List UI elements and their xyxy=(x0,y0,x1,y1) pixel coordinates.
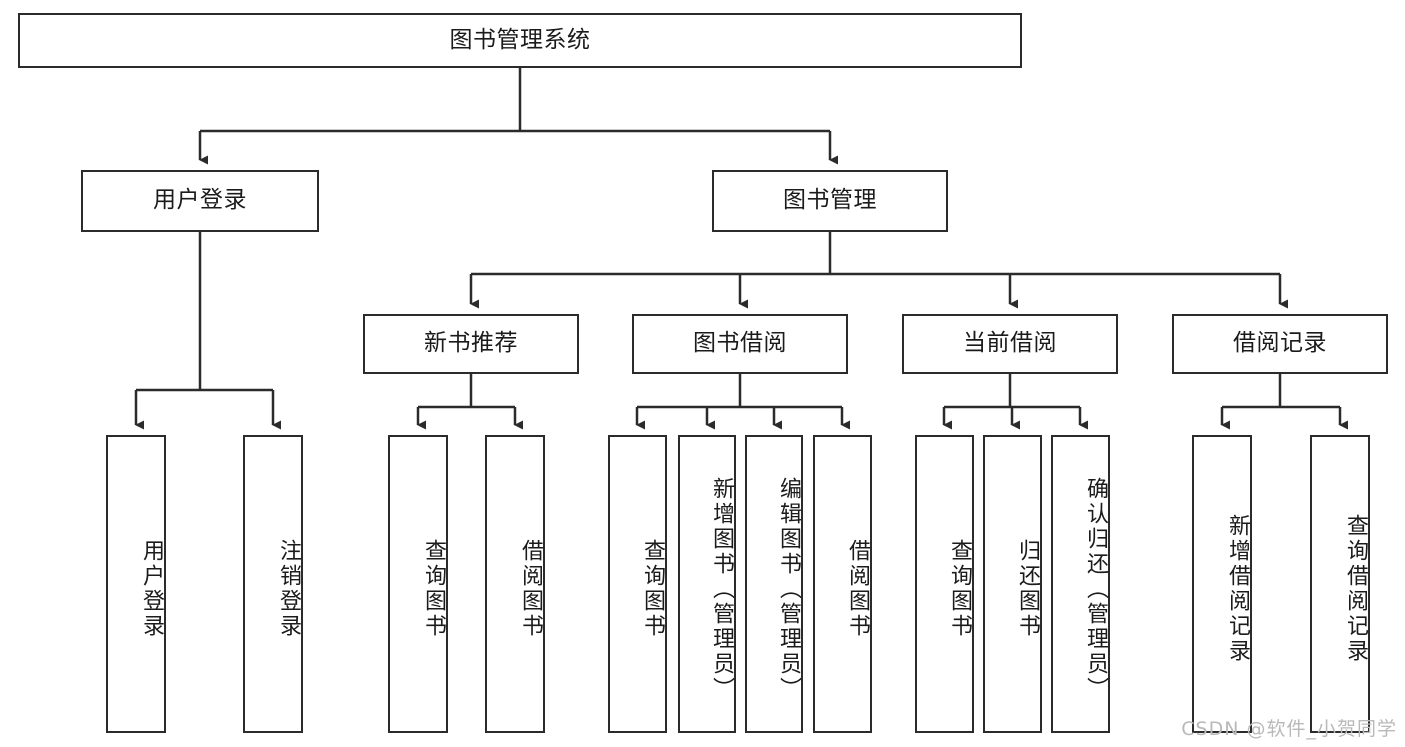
leaf-return-book[interactable]: 归还图书 xyxy=(983,435,1042,733)
leaf-query-book-cb[interactable]: 查询图书 xyxy=(915,435,974,733)
leaf-confirm-return-admin-label: 确认归还（管理员） xyxy=(1083,476,1108,702)
node-book-borrow[interactable]: 图书借阅 xyxy=(632,314,848,374)
node-borrow-record[interactable]: 借阅记录 xyxy=(1172,314,1388,374)
leaf-user-login[interactable]: 用户登录 xyxy=(106,435,166,733)
leaf-logout[interactable]: 注销登录 xyxy=(243,435,303,733)
leaf-borrow-book-nbr[interactable]: 借阅图书 xyxy=(485,435,545,733)
leaf-logout-label: 注销登录 xyxy=(276,539,301,639)
leaf-return-book-label: 归还图书 xyxy=(1015,539,1040,639)
node-user-login[interactable]: 用户登录 xyxy=(81,170,319,232)
leaf-query-book-cb-label: 查询图书 xyxy=(947,539,972,639)
leaf-query-borrow-record-label: 查询借阅记录 xyxy=(1343,514,1368,664)
leaf-borrow-book-bb[interactable]: 借阅图书 xyxy=(813,435,872,733)
node-root[interactable]: 图书管理系统 xyxy=(18,13,1022,68)
leaf-query-book-nbr-label: 查询图书 xyxy=(421,539,446,639)
leaf-query-book-bb-label: 查询图书 xyxy=(640,539,665,639)
watermark: CSDN @软件_小贺同学 xyxy=(1181,718,1397,740)
leaf-confirm-return-admin[interactable]: 确认归还（管理员） xyxy=(1051,435,1110,733)
node-book-borrow-label: 图书借阅 xyxy=(693,330,787,357)
node-new-book-recommend[interactable]: 新书推荐 xyxy=(363,314,579,374)
node-book-management-label: 图书管理 xyxy=(783,187,877,214)
leaf-edit-book-admin-label: 编辑图书（管理员） xyxy=(776,476,801,702)
leaf-add-book-admin-label: 新增图书（管理员） xyxy=(709,476,734,702)
leaf-add-book-admin[interactable]: 新增图书（管理员） xyxy=(678,435,736,733)
leaf-query-borrow-record[interactable]: 查询借阅记录 xyxy=(1310,435,1370,733)
node-user-login-label: 用户登录 xyxy=(153,187,247,214)
node-borrow-record-label: 借阅记录 xyxy=(1233,330,1327,357)
node-current-borrow[interactable]: 当前借阅 xyxy=(902,314,1118,374)
leaf-query-book-bb[interactable]: 查询图书 xyxy=(608,435,667,733)
leaf-borrow-book-bb-label: 借阅图书 xyxy=(845,539,870,639)
node-book-management[interactable]: 图书管理 xyxy=(712,170,948,232)
node-new-book-recommend-label: 新书推荐 xyxy=(424,330,518,357)
leaf-edit-book-admin[interactable]: 编辑图书（管理员） xyxy=(745,435,803,733)
node-root-label: 图书管理系统 xyxy=(449,26,591,53)
leaf-add-borrow-record[interactable]: 新增借阅记录 xyxy=(1192,435,1252,733)
leaf-query-book-nbr[interactable]: 查询图书 xyxy=(388,435,448,733)
leaf-add-borrow-record-label: 新增借阅记录 xyxy=(1225,514,1250,664)
leaf-user-login-label: 用户登录 xyxy=(139,539,164,639)
node-current-borrow-label: 当前借阅 xyxy=(963,330,1057,357)
leaf-borrow-book-nbr-label: 借阅图书 xyxy=(518,539,543,639)
